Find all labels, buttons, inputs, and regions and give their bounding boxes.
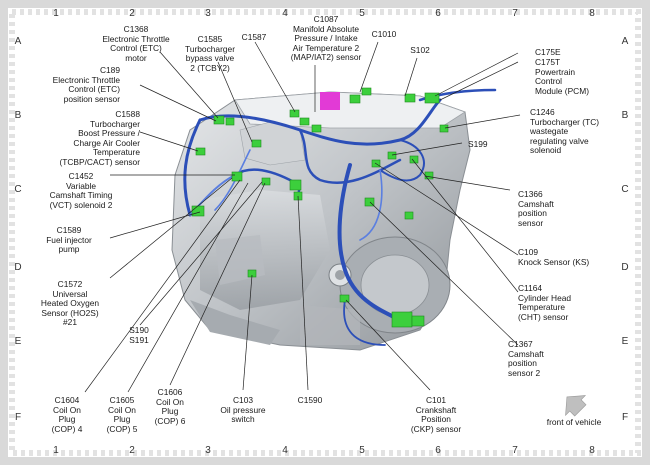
grid-col-bottom-3: 3 <box>205 445 211 456</box>
grid-row-left-f: F <box>14 412 22 423</box>
label-c1604: C1604 Coil On Plug (COP) 4 <box>51 395 83 434</box>
grid-col-top-5: 5 <box>359 8 365 19</box>
grid-row-left-e: E <box>14 336 22 347</box>
grid-row-left-b: B <box>14 110 22 121</box>
grid-row-right-c: C <box>621 184 629 195</box>
label-c103: C103 Oil pressure switch <box>220 395 266 425</box>
grid-col-top-1: 1 <box>53 8 59 19</box>
label-c1590: C1590 <box>297 395 323 405</box>
grid-col-top-4: 4 <box>282 8 288 19</box>
grid-col-bottom-6: 6 <box>435 445 441 456</box>
grid-col-top-8: 8 <box>589 8 595 19</box>
label-front-of-vehicle: front of vehicle <box>546 417 602 427</box>
label-c1164: C1164 Cylinder Head Temperature (CHT) se… <box>518 283 572 322</box>
grid-col-bottom-8: 8 <box>589 445 595 456</box>
label-c1572: C1572 Universal Heated Oxygen Sensor (HO… <box>40 279 100 328</box>
grid-col-bottom-2: 2 <box>129 445 135 456</box>
leader-lines <box>84 41 521 393</box>
label-c1010: C1010 <box>371 29 397 39</box>
grid-row-right-a: A <box>621 36 629 47</box>
label-c1587: C1587 <box>241 32 267 42</box>
grid-row-right-e: E <box>621 336 629 347</box>
label-c175e: C175E <box>535 47 561 57</box>
grid-row-left-d: D <box>14 262 22 273</box>
grid-col-top-3: 3 <box>205 8 211 19</box>
label-c101: C101 Crankshaft Position (CKP) sensor <box>410 395 462 434</box>
label-c1605: C1605 Coil On Plug (COP) 5 <box>106 395 138 434</box>
wiring-harness <box>183 88 497 346</box>
label-c1452: C1452 Variable Camshaft Timing (VCT) sol… <box>49 171 113 210</box>
label-s199: S199 <box>468 139 488 149</box>
grid-col-bottom-1: 1 <box>53 445 59 456</box>
label-c1087: C1087 Manifold Absolute Pressure / Intak… <box>290 14 362 63</box>
grid-col-top-7: 7 <box>512 8 518 19</box>
label-c1589: C1589 Fuel injector pump <box>46 225 92 255</box>
label-c175t: C175T Powertrain Control Module (PCM) <box>535 57 589 96</box>
label-c1368: C1368 Electronic Throttle Control (ETC) … <box>102 24 170 63</box>
grid-row-left-a: A <box>14 36 22 47</box>
connector-markers <box>191 87 449 328</box>
label-c1585: C1585 Turbocharger bypass valve 2 (TCBY2… <box>185 34 235 73</box>
label-s190-s191: S190 S191 <box>129 325 149 345</box>
label-c1588: C1588 Turbocharger Boost Pressure / Char… <box>59 109 140 167</box>
label-c1366: C1366 Camshaft position sensor <box>518 189 554 228</box>
label-c1246: C1246 Turbocharger (TC) wastegate regula… <box>530 107 600 156</box>
grid-row-right-d: D <box>621 262 629 273</box>
grid-row-right-f: F <box>621 412 629 423</box>
label-c189: C189 Electronic Throttle Control (ETC) p… <box>52 65 120 104</box>
grid-row-left-c: C <box>14 184 22 195</box>
grid-col-bottom-7: 7 <box>512 445 518 456</box>
grid-col-top-6: 6 <box>435 8 441 19</box>
grid-row-right-b: B <box>621 110 629 121</box>
map-sensor-block <box>320 92 340 110</box>
front-arrow-icon <box>565 395 587 417</box>
grid-col-top-2: 2 <box>129 8 135 19</box>
grid-col-bottom-5: 5 <box>359 445 365 456</box>
grid-col-bottom-4: 4 <box>282 445 288 456</box>
label-c1606: C1606 Coil On Plug (COP) 6 <box>154 387 186 426</box>
label-c109: C109 Knock Sensor (KS) <box>518 247 590 267</box>
label-s102: S102 <box>410 45 430 55</box>
label-c1367: C1367 Camshaft position sensor 2 <box>508 339 544 378</box>
